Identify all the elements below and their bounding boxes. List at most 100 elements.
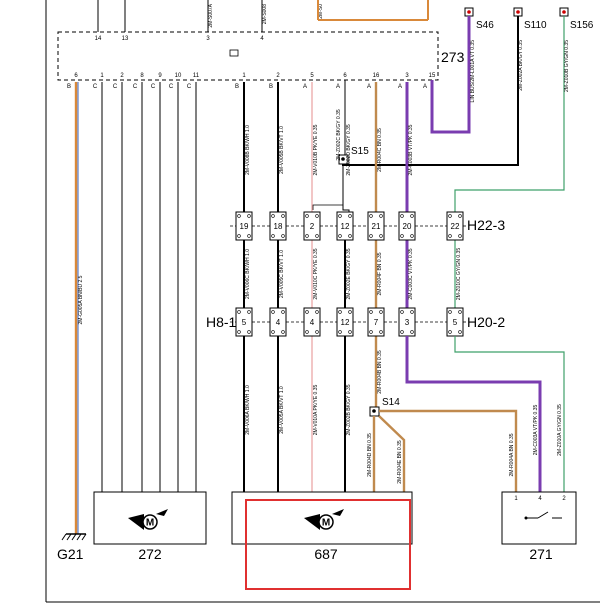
h22-pin-3: 12 (336, 211, 354, 241)
pin-273-7: 1 (242, 73, 246, 79)
harness-wires: 2M-V008B BK/WH 1.0 2M-V006C BK/WH 1.0 2M-V… (243, 82, 563, 492)
svg-text:20: 20 (403, 222, 412, 231)
h8-pin-6: 5 (446, 307, 464, 337)
pin-t3: 3 (206, 36, 210, 42)
svg-text:S110: S110 (524, 20, 547, 31)
splice-s15: S15 (338, 146, 369, 165)
pin-conn-273-6: C (187, 84, 192, 90)
left-harness: 2M-G005A BN/BU 2.5 (61, 82, 197, 541)
h22-pin-5: 20 (398, 211, 416, 241)
pin-conn-273-5: C (169, 84, 174, 90)
wire-label-top-3: 2M-S007A (208, 3, 214, 27)
svg-text:21: 21 (372, 222, 381, 231)
wire-purple-271 (405, 336, 542, 492)
connector-h22-label: H22-3 (467, 217, 505, 233)
wire-label-s46: LIN BUS/2M-L001A VT 0.35 (470, 40, 476, 103)
connector-h8-1: 5 4 4 12 7 3 5 (230, 307, 467, 337)
wire-label-brown-b: 2M-R004E BN 0.35 (397, 440, 403, 484)
svg-text:M: M (146, 518, 154, 529)
h22-pin-4: 21 (367, 211, 385, 241)
svg-text:12: 12 (341, 222, 350, 231)
h8-pin-1: 4 (269, 307, 287, 337)
svg-text:3: 3 (405, 318, 410, 327)
svg-text:5: 5 (453, 318, 458, 327)
wire-green-s156 (454, 16, 565, 212)
wire-brown-687b (378, 415, 406, 492)
module-687-label: 687 (314, 546, 338, 562)
motor-icon-687: M (304, 509, 344, 530)
module-272-label: 272 (138, 546, 162, 562)
pin-273-6: 11 (193, 73, 200, 79)
pin-271-0: 1 (514, 496, 518, 502)
connector-h8-label: H8-1 (206, 314, 237, 330)
wire-label-upper-2: 2M-V010B PK/YE 0.35 (313, 124, 319, 175)
svg-text:M: M (322, 518, 330, 529)
h8-pin-3: 12 (336, 307, 354, 337)
pin-273-1: 1 (100, 73, 104, 79)
wire-label-lower-1: 2M-V005A BK/VT 1.0 (279, 386, 285, 434)
h8-pin-2: 4 (303, 307, 321, 337)
wire-label-brown-271: 2M-R004A BN 0.35 (509, 433, 515, 476)
pin-conn-273-13: A (423, 84, 427, 90)
svg-text:2: 2 (310, 222, 315, 231)
wire-label-brown-a: 2M-R004D BN 0.35 (367, 433, 373, 477)
pin-273-2: 2 (120, 73, 124, 79)
splice-s156: S156 (559, 7, 594, 31)
pin-t13: 13 (122, 36, 129, 42)
connector-h20-label: H20-2 (467, 314, 505, 330)
pin-271-2: 2 (562, 496, 566, 502)
wire-label-mid-6: 2M-Z010C GY/GN 0.35 (456, 248, 462, 300)
svg-text:19: 19 (240, 222, 249, 231)
pin-conn-273-12: A (398, 84, 402, 90)
pin-273-0: 6 (74, 73, 78, 79)
wire-label-s15: 2M-Z002C BK/GY 0.35 (336, 109, 342, 161)
pin-conn-273-2: C (113, 84, 118, 90)
wire-label-mid-4: 2M-R004F BN 0.35 (377, 252, 383, 295)
h22-pin-0: 19 (235, 211, 253, 241)
h8-pin-5: 3 (398, 307, 416, 337)
module-273-label: 273 (441, 49, 465, 65)
svg-text:5: 5 (242, 318, 247, 327)
module-271-box (501, 491, 577, 545)
h8-pin-0: 5 (235, 307, 253, 337)
pin-273-8: 2 (276, 73, 280, 79)
module-pin-labels: 1 4 2 (514, 496, 566, 502)
chip-icon (229, 49, 239, 57)
wire-label-lower-0: 2M-V006A BK/WH 1.0 (245, 385, 251, 435)
pin-conn-273-10: A (336, 84, 340, 90)
svg-text:S14: S14 (382, 397, 400, 408)
wire-s15-left (312, 164, 344, 210)
wire-label-mid-5: 2M-C003C VT/PK 0.35 (408, 248, 414, 299)
pin-conn-273-4: C (151, 84, 156, 90)
wire-label-top-5: 2M-S0 (318, 4, 324, 19)
pin-t4: 4 (260, 36, 264, 42)
pin-273-12: 3 (405, 73, 409, 79)
pin-271-1: 4 (538, 496, 542, 502)
pin-conn-273-8: B (269, 84, 273, 90)
wire-brown-271 (379, 409, 518, 492)
pin-273-9: 5 (310, 73, 314, 79)
pin-conn-273-3: C (133, 84, 138, 90)
highlight-box (245, 499, 411, 590)
h8-pin-4: 7 (367, 307, 385, 337)
wire-green-271 (454, 336, 565, 492)
svg-text:4: 4 (310, 318, 315, 327)
wire-label-g21: 2M-G005A BN/BU 2.5 (78, 275, 84, 324)
wire-label-upper-0: 2M-V008B BK/WH 1.0 (245, 125, 251, 175)
pin-conn-273-7: B (235, 84, 239, 90)
svg-text:S156: S156 (570, 20, 594, 31)
wire-label-mid-0: 2M-V006C BK/WH 1.0 (245, 249, 251, 299)
wire-purple-s46 (430, 16, 471, 134)
wire-label-upper-5: 2M-C003B VT/PK 0.35 (408, 124, 414, 175)
pin-conn-273-11: A (367, 84, 371, 90)
pin-273-3: 8 (140, 73, 144, 79)
module-271-label: 271 (529, 546, 553, 562)
pin-conn-273-0: B (67, 84, 71, 90)
wire-label-mid-2: 2M-V010C PK/YE 0.35 (313, 248, 319, 299)
pin-conn-273-1: C (93, 84, 98, 90)
wire-label-mid-1: 2M-V005C BK/VT 1.0 (279, 250, 285, 298)
svg-text:7: 7 (374, 318, 379, 327)
